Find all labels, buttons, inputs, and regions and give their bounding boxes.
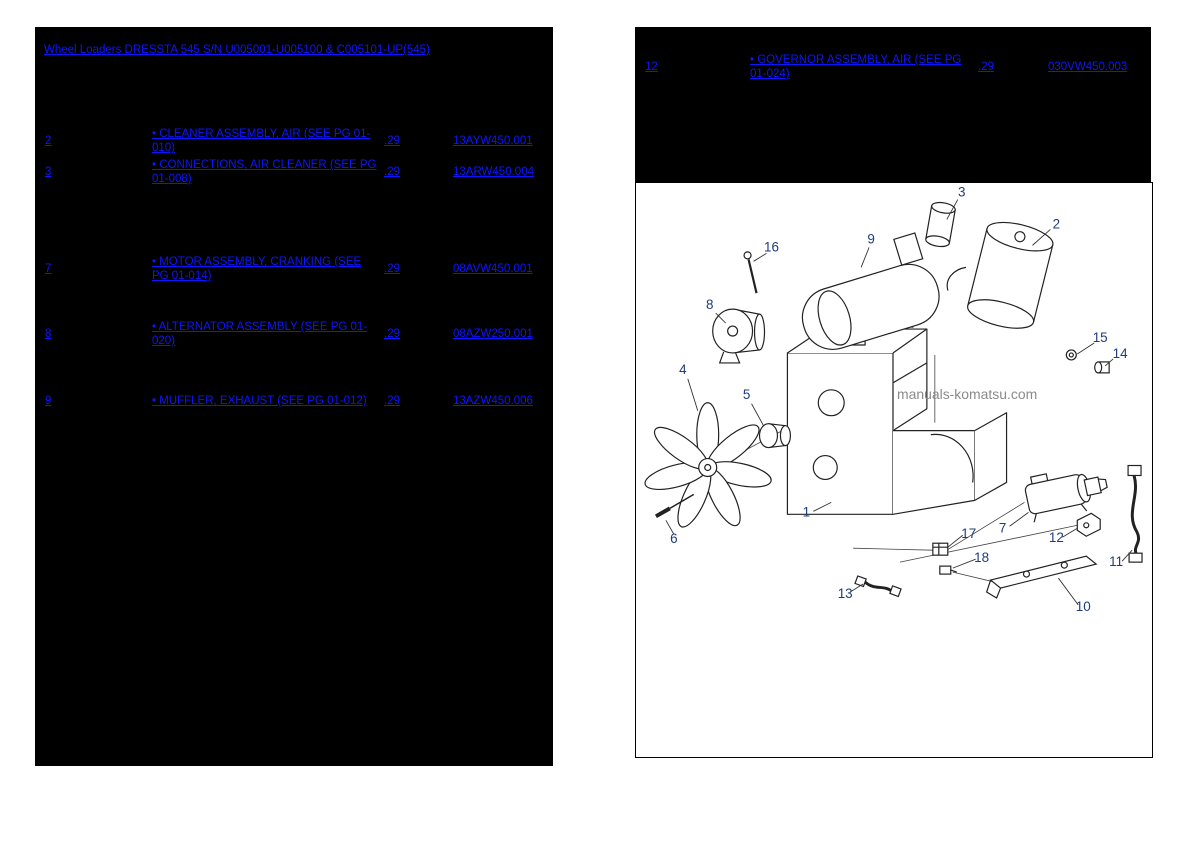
callout-number: 6: [670, 531, 677, 546]
part-number-link[interactable]: 13AZW450.006: [453, 395, 533, 407]
plug-14-drawing: [1094, 361, 1110, 374]
part-qty-link[interactable]: .29: [384, 395, 400, 407]
diagram-panel: 1 2 3 4 5 6 7 8 9 10 11 12 13 14 15 16 1…: [635, 182, 1153, 758]
callout-number: 15: [1093, 330, 1108, 345]
part-item-number-link[interactable]: 3: [45, 166, 52, 178]
callout-number: 8: [706, 297, 713, 312]
alternator-drawing: [712, 308, 766, 364]
part-number-link[interactable]: 030VW450.003: [1048, 61, 1128, 73]
parts-list-panel-right: 12 • GOVERNOR ASSEMBLY, AIR (SEE PG 01-0…: [635, 27, 1151, 182]
part-18-drawing: [939, 565, 957, 575]
catalog-title-link[interactable]: Wheel Loaders DRESSTA 545 S/N U005001-U0…: [44, 44, 430, 56]
callout-number: 4: [679, 362, 687, 377]
starter-motor-drawing: [1024, 473, 1108, 523]
part-description-link[interactable]: • MOTOR ASSEMBLY, CRANKING (SEE PG 01-01…: [152, 256, 362, 282]
part-description-link[interactable]: • CLEANER ASSEMBLY, AIR (SEE PG 01-010): [152, 128, 371, 154]
hose-13-drawing: [854, 575, 902, 598]
part-item-number-link[interactable]: 12: [645, 61, 658, 73]
part-number-link[interactable]: 13ARW450.004: [453, 166, 534, 178]
part-17-drawing: [932, 542, 949, 556]
watermark: manuals-komatsu.com: [897, 386, 1037, 402]
air-cleaner-drawing: [946, 221, 1054, 329]
part-row: 9 • MUFFLER, EXHAUST (SEE PG 01-012) .29…: [35, 394, 553, 424]
part-qty-link[interactable]: .29: [384, 166, 400, 178]
part-item-number-link[interactable]: 8: [45, 328, 52, 340]
callout-number: 12: [1049, 530, 1064, 545]
part-description-link[interactable]: • CONNECTIONS, AIR CLEANER (SEE PG 01-00…: [152, 159, 377, 185]
part-number-link[interactable]: 08AVW450.001: [453, 263, 533, 275]
part-qty-link[interactable]: .29: [384, 135, 400, 147]
muffler-drawing: [801, 232, 940, 350]
callout-number: 1: [803, 504, 810, 519]
part-row: 7 • MOTOR ASSEMBLY, CRANKING (SEE PG 01-…: [35, 255, 553, 285]
callout-number: 9: [867, 231, 874, 246]
part-item-number-link[interactable]: 2: [45, 135, 52, 147]
nut-15-drawing: [1065, 349, 1077, 361]
part-qty-link[interactable]: .29: [384, 328, 400, 340]
wiring-harness-drawing: [1127, 464, 1143, 563]
part-qty-link[interactable]: .29: [384, 263, 400, 275]
part-description-link[interactable]: • GOVERNOR ASSEMBLY, AIR (SEE PG 01-024): [750, 54, 962, 80]
bolt-6-drawing: [654, 493, 695, 519]
callout-number: 2: [1053, 216, 1060, 231]
part-qty-link[interactable]: .29: [978, 61, 994, 73]
bracket-12-drawing: [1076, 512, 1101, 537]
callout-numbers: 1 2 3 4 5 6 7 8 9 10 11 12 13 14 15 16 1…: [670, 185, 1128, 614]
fan-drawing: [644, 402, 772, 528]
callout-number: 18: [974, 550, 989, 565]
part-description-link[interactable]: • ALTERNATOR ASSEMBLY (SEE PG 01-020): [152, 321, 368, 347]
parts-list-panel: Wheel Loaders DRESSTA 545 S/N U005001-U0…: [35, 27, 553, 766]
part-number-link[interactable]: 13AYW450.001: [453, 135, 533, 147]
callout-number: 3: [958, 185, 965, 200]
callout-leader-lines: [665, 199, 1133, 606]
part-row: 8 • ALTERNATOR ASSEMBLY (SEE PG 01-020) …: [35, 320, 553, 350]
part-description-link[interactable]: • MUFFLER, EXHAUST (SEE PG 01-012): [152, 395, 367, 407]
part-item-number-link[interactable]: 7: [45, 263, 52, 275]
exploded-view-diagram: 1 2 3 4 5 6 7 8 9 10 11 12 13 14 15 16 1…: [644, 185, 1143, 614]
callout-number: 5: [743, 387, 750, 402]
callout-number: 13: [838, 586, 853, 601]
exhaust-pipe-drawing: [925, 201, 956, 248]
callout-number: 16: [764, 239, 779, 254]
callout-number: 17: [961, 526, 976, 541]
callout-number: 10: [1076, 599, 1091, 614]
bracket-10-drawing: [985, 555, 1098, 599]
callout-number: 7: [999, 520, 1006, 535]
callout-number: 11: [1109, 554, 1123, 569]
part-item-number-link[interactable]: 9: [45, 395, 52, 407]
part-row: 12 • GOVERNOR ASSEMBLY, AIR (SEE PG 01-0…: [635, 53, 1151, 83]
part-row: 2 • CLEANER ASSEMBLY, AIR (SEE PG 01-010…: [35, 127, 553, 157]
callout-number: 14: [1113, 346, 1128, 361]
part-row: 3 • CONNECTIONS, AIR CLEANER (SEE PG 01-…: [35, 158, 553, 188]
bolt-16-drawing: [743, 251, 758, 294]
pulley-drawing: [758, 423, 791, 449]
part-number-link[interactable]: 08AZW250.001: [453, 328, 533, 340]
